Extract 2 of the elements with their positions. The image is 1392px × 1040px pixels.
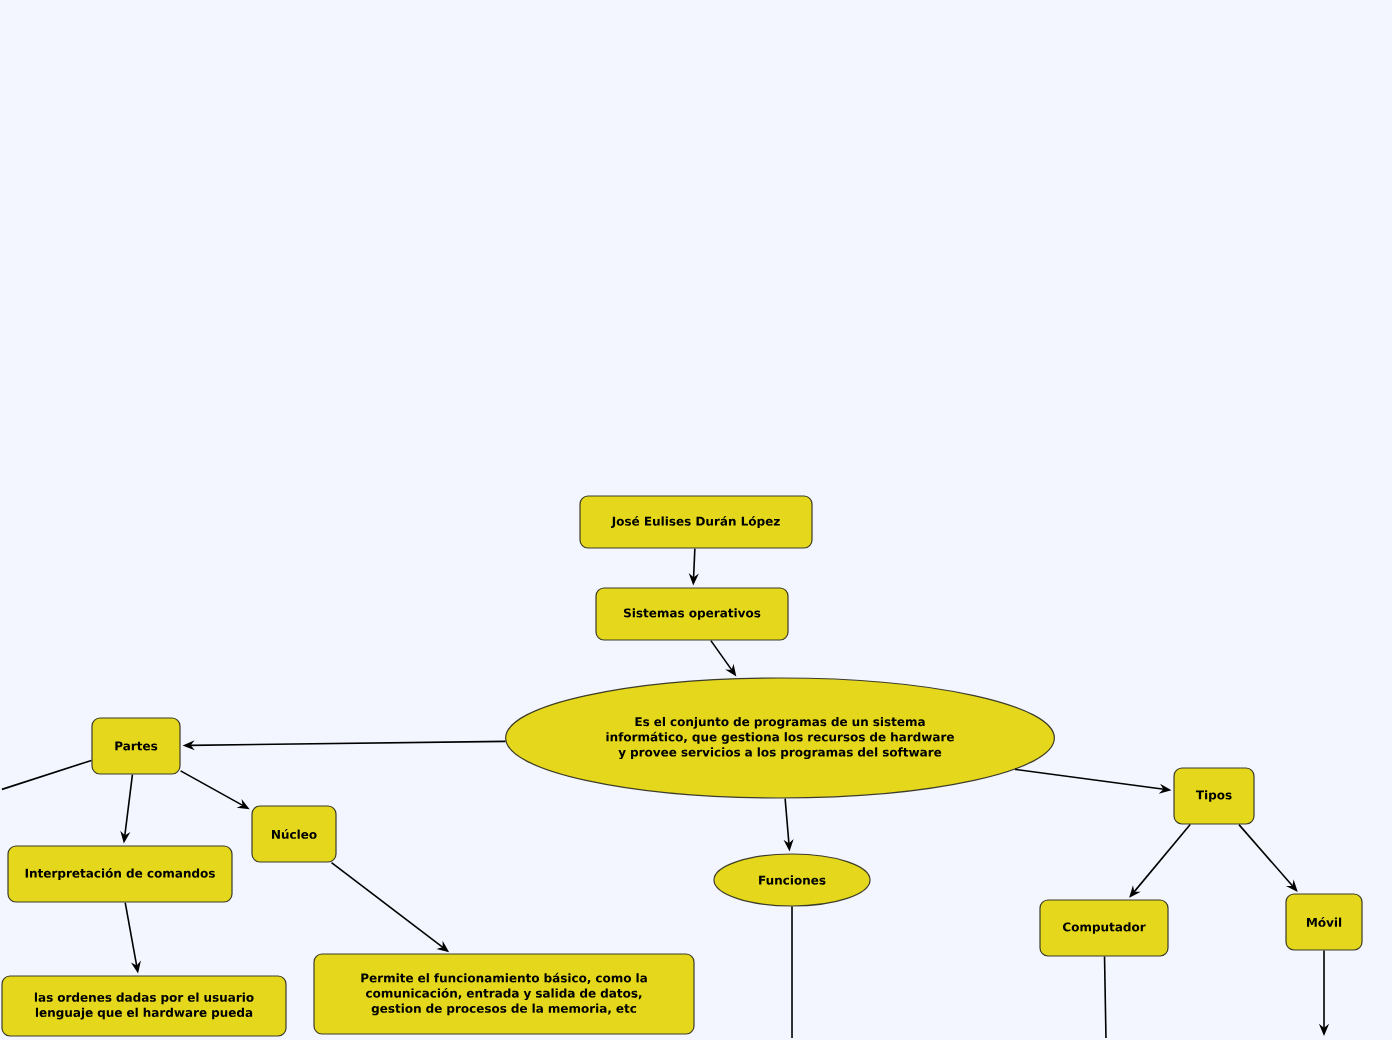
arrow	[1238, 823, 1298, 892]
arrow	[1129, 823, 1191, 898]
